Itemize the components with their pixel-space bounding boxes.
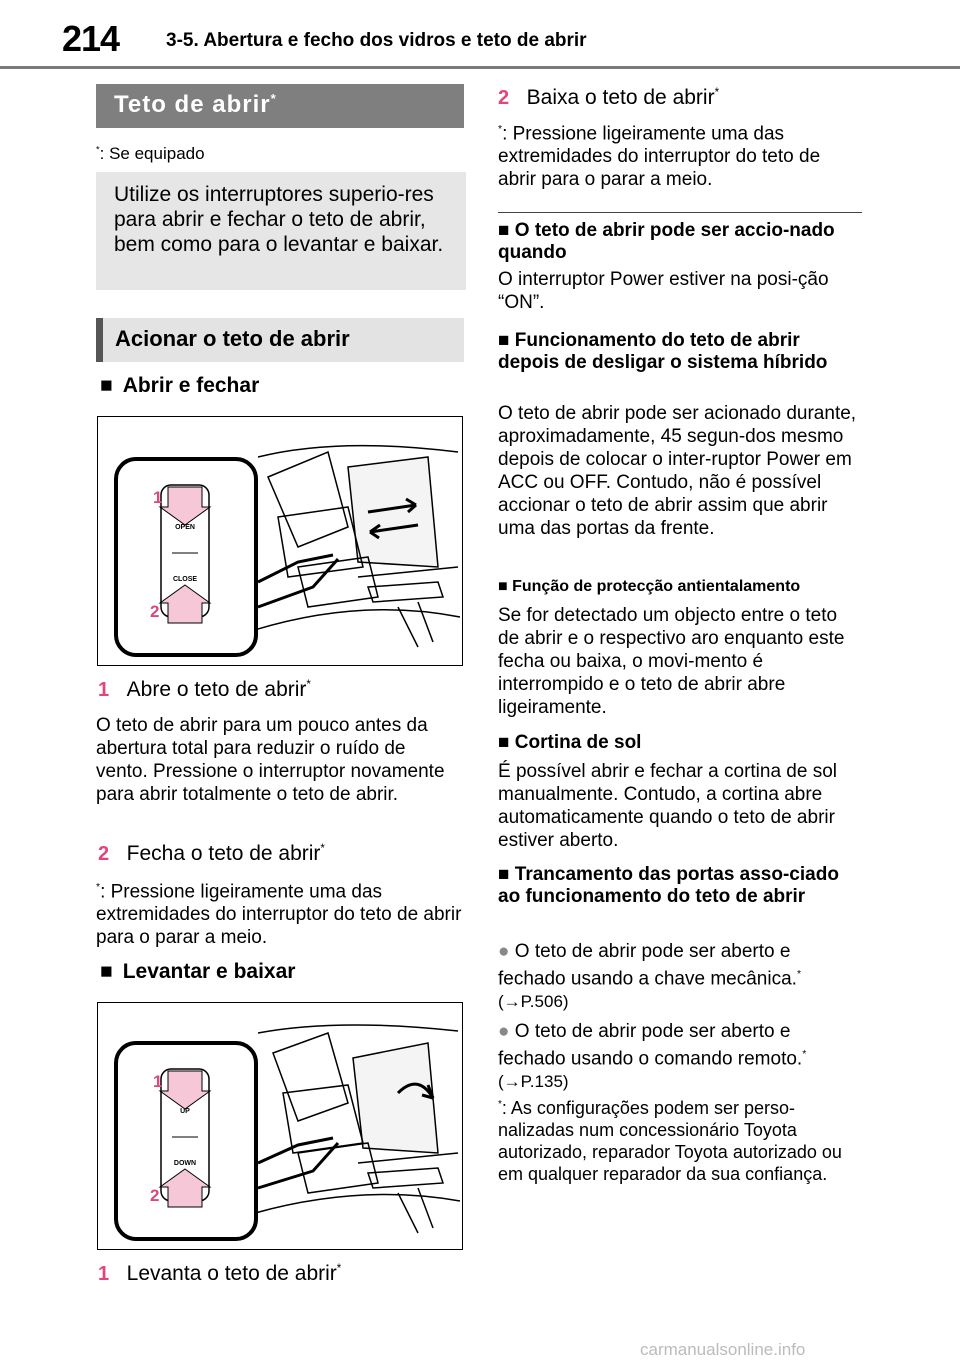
bullet-mechanical-key: ● O teto de abrir pode ser aberto e fech… [498,941,801,1012]
note-heading-after-off: ■ Funcionamento do teto de abrir depois … [498,330,828,373]
open-label: OPEN [175,524,195,531]
subheading-tilt: ■Levantar e baixar [100,960,296,983]
figure-open-close: OPEN CLOSE 1 2 [97,416,463,666]
note-heading-jam-protection: ■ Função de protecção antientalamento [498,578,801,595]
tilt-illustration: UP DOWN 1 2 [114,1024,461,1241]
note-heading-sunshade: ■ Cortina de sol [498,732,642,753]
bullet-remote: ● O teto de abrir pode ser aberto e fech… [498,1021,807,1092]
header-rule [0,66,960,69]
step-open-desc: O teto de abrir para um pouco antes da a… [96,715,445,805]
summary-text: Utilize os interruptores superio-res par… [114,183,444,256]
step-open: 1 Abre o teto de abrir* [98,678,311,701]
note-heading-door-lock-link: ■ Trancamento das portas asso-ciado ao f… [498,864,839,907]
note-text-sunshade: É possível abrir e fechar a cortina de s… [498,761,838,851]
figure-number-2: 2 [150,1186,159,1205]
watermark: carmanualsonline.info [640,1340,806,1359]
figure-number-2: 2 [150,602,159,621]
chapter-title: 3-5. Abertura e fecho dos vidros e teto … [166,30,587,51]
step-tilt-up: 1 Levanta o teto de abrir* [98,1262,342,1285]
section-title-bar: Teto de abrir* [96,84,464,128]
step-close: 2 Fecha o teto de abrir* [98,842,325,865]
down-label: DOWN [174,1160,196,1167]
close-label: CLOSE [173,576,197,583]
figure-tilt: UP DOWN 1 2 [97,1002,463,1250]
step-tilt-down-note: *: Pressione ligeiramente uma das extrem… [498,123,821,191]
page-number: 214 [62,18,120,59]
figure-number-1: 1 [153,488,162,507]
up-label: UP [180,1108,190,1115]
divider [498,212,862,213]
section-title: Teto de abrir* [114,91,277,118]
step-tilt-down: 2 Baixa o teto de abrir* [498,86,720,109]
note-heading-operable: ■ O teto de abrir pode ser accio-nado qu… [498,220,835,263]
final-note: *: As configurações podem ser perso-nali… [498,1098,842,1184]
note-text-jam-protection: Se for detectado um objecto entre o teto… [498,605,845,718]
figure-number-1: 1 [153,1072,162,1091]
equip-note: *: Se equipado [96,144,205,163]
summary-box: Utilize os interruptores superio-res par… [96,172,466,290]
note-text-operable: O interruptor Power estiver na posi-ção … [498,269,829,313]
step-close-note: *: Pressione ligeiramente uma das extrem… [96,881,462,949]
open-close-illustration: OPEN CLOSE 1 2 [114,444,461,657]
note-text-after-off: O teto de abrir pode ser acionado durant… [498,403,857,539]
subheading-open-close: ■Abrir e fechar [100,374,260,397]
operation-heading: Acionar o teto de abrir [96,318,464,362]
